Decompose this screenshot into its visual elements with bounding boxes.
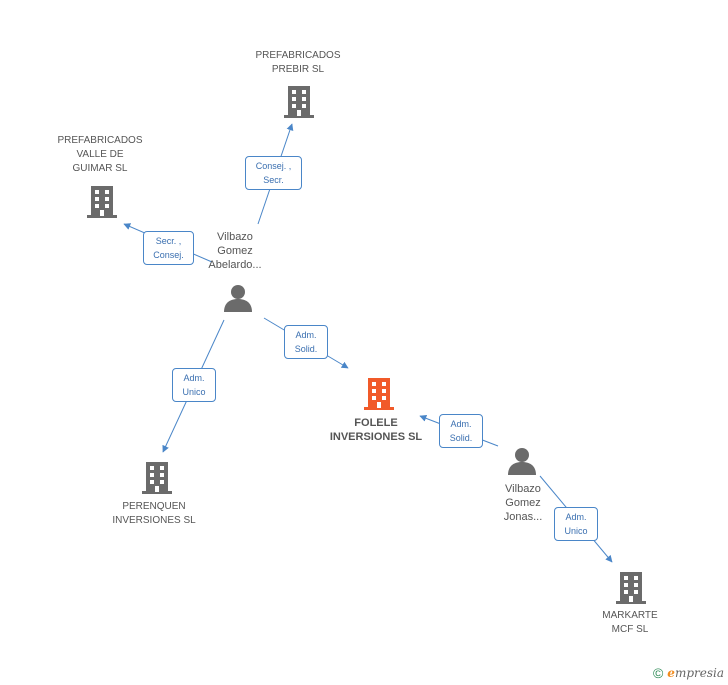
person-icon-jonas[interactable] [507, 447, 537, 475]
node-label-markarte[interactable]: MARKARTE MCF SL [602, 610, 658, 635]
brand-logo[interactable]: empresia [667, 666, 724, 680]
edge-label-jonas-folele: Adm. Solid. [439, 414, 483, 448]
footer-brand: © empresia [653, 665, 724, 681]
building-icon-markarte[interactable] [616, 570, 646, 604]
brand-logo-e: e [667, 666, 675, 680]
node-label-prebir[interactable]: PREFABRICADOS PREBIR SL [255, 50, 341, 75]
copyright-icon: © [652, 665, 664, 681]
building-icon-prebir[interactable] [284, 84, 314, 118]
edge-label-abelardo-prebir: Consej. , Secr. [245, 156, 302, 190]
building-icon-valle[interactable] [87, 184, 117, 218]
node-label-perenquen[interactable]: PERENQUEN INVERSIONES SL [112, 501, 196, 526]
node-label-valle[interactable]: PREFABRICADOS VALLE DE GUIMAR SL [57, 135, 143, 174]
edge-label-abelardo-perenquen: Adm. Unico [172, 368, 216, 402]
building-icon-folele[interactable] [364, 376, 394, 410]
brand-logo-text: mpresia [674, 666, 724, 680]
edge-label-jonas-markarte: Adm. Unico [554, 507, 598, 541]
building-icon-perenquen[interactable] [142, 460, 172, 494]
node-label-folele[interactable]: FOLELE INVERSIONES SL [329, 417, 423, 443]
node-label-jonas[interactable]: Vilbazo Gomez Jonas... [503, 483, 543, 523]
person-icon-abelardo[interactable] [223, 284, 253, 312]
node-label-abelardo[interactable]: Vilbazo Gomez Abelardo... [208, 231, 262, 271]
edge-label-abelardo-valle: Secr. , Consej. [143, 231, 194, 265]
edge-label-abelardo-folele: Adm. Solid. [284, 325, 328, 359]
